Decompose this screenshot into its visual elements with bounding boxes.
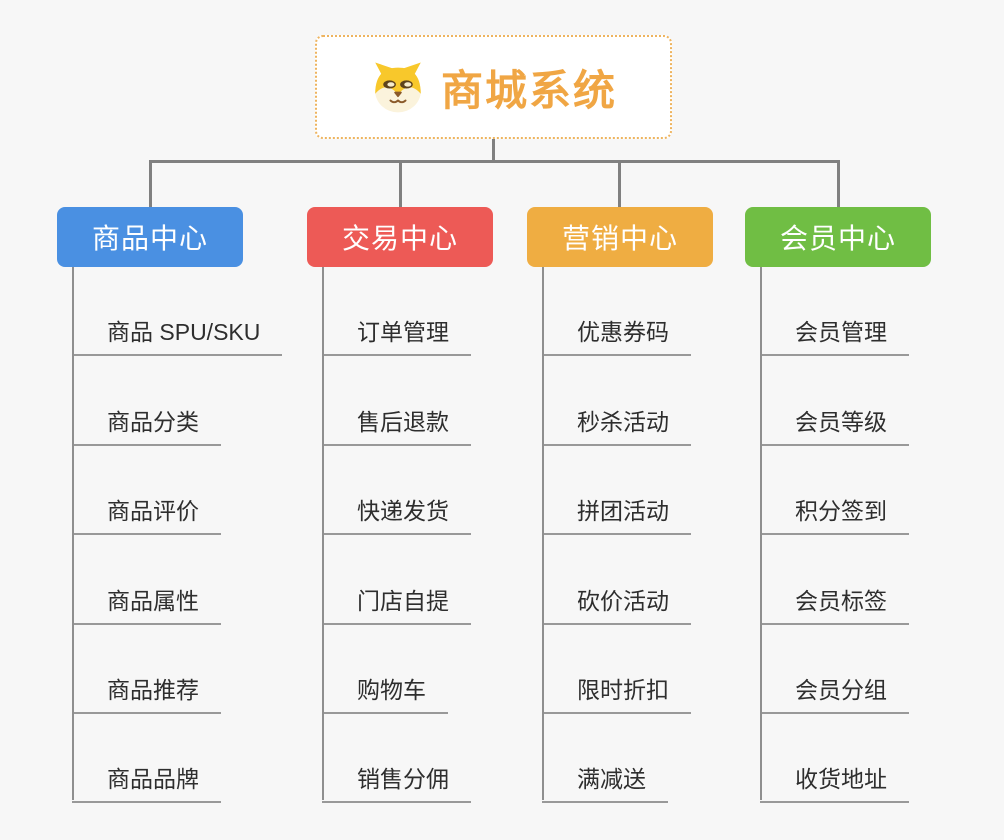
leaf-label[interactable]: 快递发货	[322, 492, 471, 536]
leaf-item[interactable]: 会员管理	[760, 267, 1004, 357]
leaf-label[interactable]: 门店自提	[322, 582, 471, 625]
leaf-item[interactable]: 优惠券码	[542, 267, 792, 357]
leaf-label[interactable]: 订单管理	[322, 313, 471, 357]
connector-branch-stem	[618, 160, 621, 207]
leaf-item[interactable]: 商品 SPU/SKU	[72, 267, 322, 357]
connector-root-stem	[492, 138, 495, 162]
leaf-label[interactable]: 商品 SPU/SKU	[72, 313, 283, 357]
leaf-label[interactable]: 商品分类	[72, 403, 221, 446]
leaf-column-product: 商品 SPU/SKU 商品分类 商品评价 商品属性 商品推荐 商品品牌	[72, 267, 322, 804]
leaf-item[interactable]: 砍价活动	[542, 535, 792, 625]
leaf-label[interactable]: 优惠券码	[542, 313, 691, 357]
leaf-label[interactable]: 会员标签	[760, 582, 909, 625]
leaf-item[interactable]: 秒杀活动	[542, 356, 792, 446]
leaf-label[interactable]: 会员等级	[760, 403, 909, 446]
leaf-item[interactable]: 限时折扣	[542, 625, 792, 714]
leaf-item[interactable]: 会员分组	[760, 625, 1004, 714]
leaf-item[interactable]: 商品品牌	[72, 714, 322, 804]
leaf-column-trade: 订单管理 售后退款 快递发货 门店自提 购物车 销售分佣	[322, 267, 572, 804]
leaf-column-marketing: 优惠券码 秒杀活动 拼团活动 砍价活动 限时折扣 满减送	[542, 267, 792, 804]
leaf-item[interactable]: 满减送	[542, 714, 792, 804]
leaf-item[interactable]: 积分签到	[760, 446, 1004, 536]
leaf-label[interactable]: 积分签到	[760, 492, 909, 536]
branch-node-member[interactable]: 会员中心	[745, 207, 931, 267]
leaf-item[interactable]: 会员标签	[760, 535, 1004, 625]
leaf-item[interactable]: 商品分类	[72, 356, 322, 446]
leaf-label[interactable]: 购物车	[322, 671, 448, 714]
leaf-column-member: 会员管理 会员等级 积分签到 会员标签 会员分组 收货地址	[760, 267, 1004, 804]
connector-branch-stem	[399, 160, 402, 207]
root-title: 商城系统	[440, 66, 617, 114]
connector-trunk	[542, 267, 544, 800]
leaf-label[interactable]: 收货地址	[760, 760, 909, 804]
leaf-label[interactable]: 砍价活动	[542, 582, 691, 625]
leaf-label[interactable]: 秒杀活动	[542, 403, 691, 446]
connector-branch-stem	[837, 160, 840, 207]
leaf-item[interactable]: 订单管理	[322, 267, 572, 357]
leaf-item[interactable]: 销售分佣	[322, 714, 572, 804]
leaf-label[interactable]: 会员分组	[760, 671, 909, 714]
leaf-item[interactable]: 商品评价	[72, 446, 322, 536]
leaf-label[interactable]: 商品评价	[72, 492, 221, 536]
leaf-item[interactable]: 商品推荐	[72, 625, 322, 714]
branch-node-product[interactable]: 商品中心	[57, 207, 243, 267]
leaf-label[interactable]: 销售分佣	[322, 760, 471, 804]
leaf-label[interactable]: 商品品牌	[72, 760, 221, 804]
leaf-item[interactable]: 拼团活动	[542, 446, 792, 536]
connector-trunk	[322, 267, 324, 800]
root-node[interactable]: 商城系统	[315, 35, 672, 139]
leaf-item[interactable]: 门店自提	[322, 535, 572, 625]
branch-node-marketing[interactable]: 营销中心	[527, 207, 713, 267]
leaf-label[interactable]: 拼团活动	[542, 492, 691, 536]
leaf-item[interactable]: 售后退款	[322, 356, 572, 446]
dog-face-icon	[375, 62, 421, 113]
connector-bus	[149, 160, 840, 163]
connector-trunk	[760, 267, 762, 800]
connector-trunk	[72, 267, 74, 800]
leaf-item[interactable]: 商品属性	[72, 535, 322, 625]
leaf-label[interactable]: 售后退款	[322, 403, 471, 446]
leaf-item[interactable]: 会员等级	[760, 356, 1004, 446]
leaf-label[interactable]: 商品推荐	[72, 671, 221, 714]
leaf-item[interactable]: 快递发货	[322, 446, 572, 536]
leaf-item[interactable]: 购物车	[322, 625, 572, 714]
leaf-label[interactable]: 会员管理	[760, 313, 909, 357]
branch-node-trade[interactable]: 交易中心	[307, 207, 493, 267]
leaf-label[interactable]: 限时折扣	[542, 671, 691, 714]
connector-branch-stem	[149, 160, 152, 207]
leaf-label[interactable]: 商品属性	[72, 582, 221, 625]
leaf-label[interactable]: 满减送	[542, 760, 668, 804]
leaf-item[interactable]: 收货地址	[760, 714, 1004, 804]
